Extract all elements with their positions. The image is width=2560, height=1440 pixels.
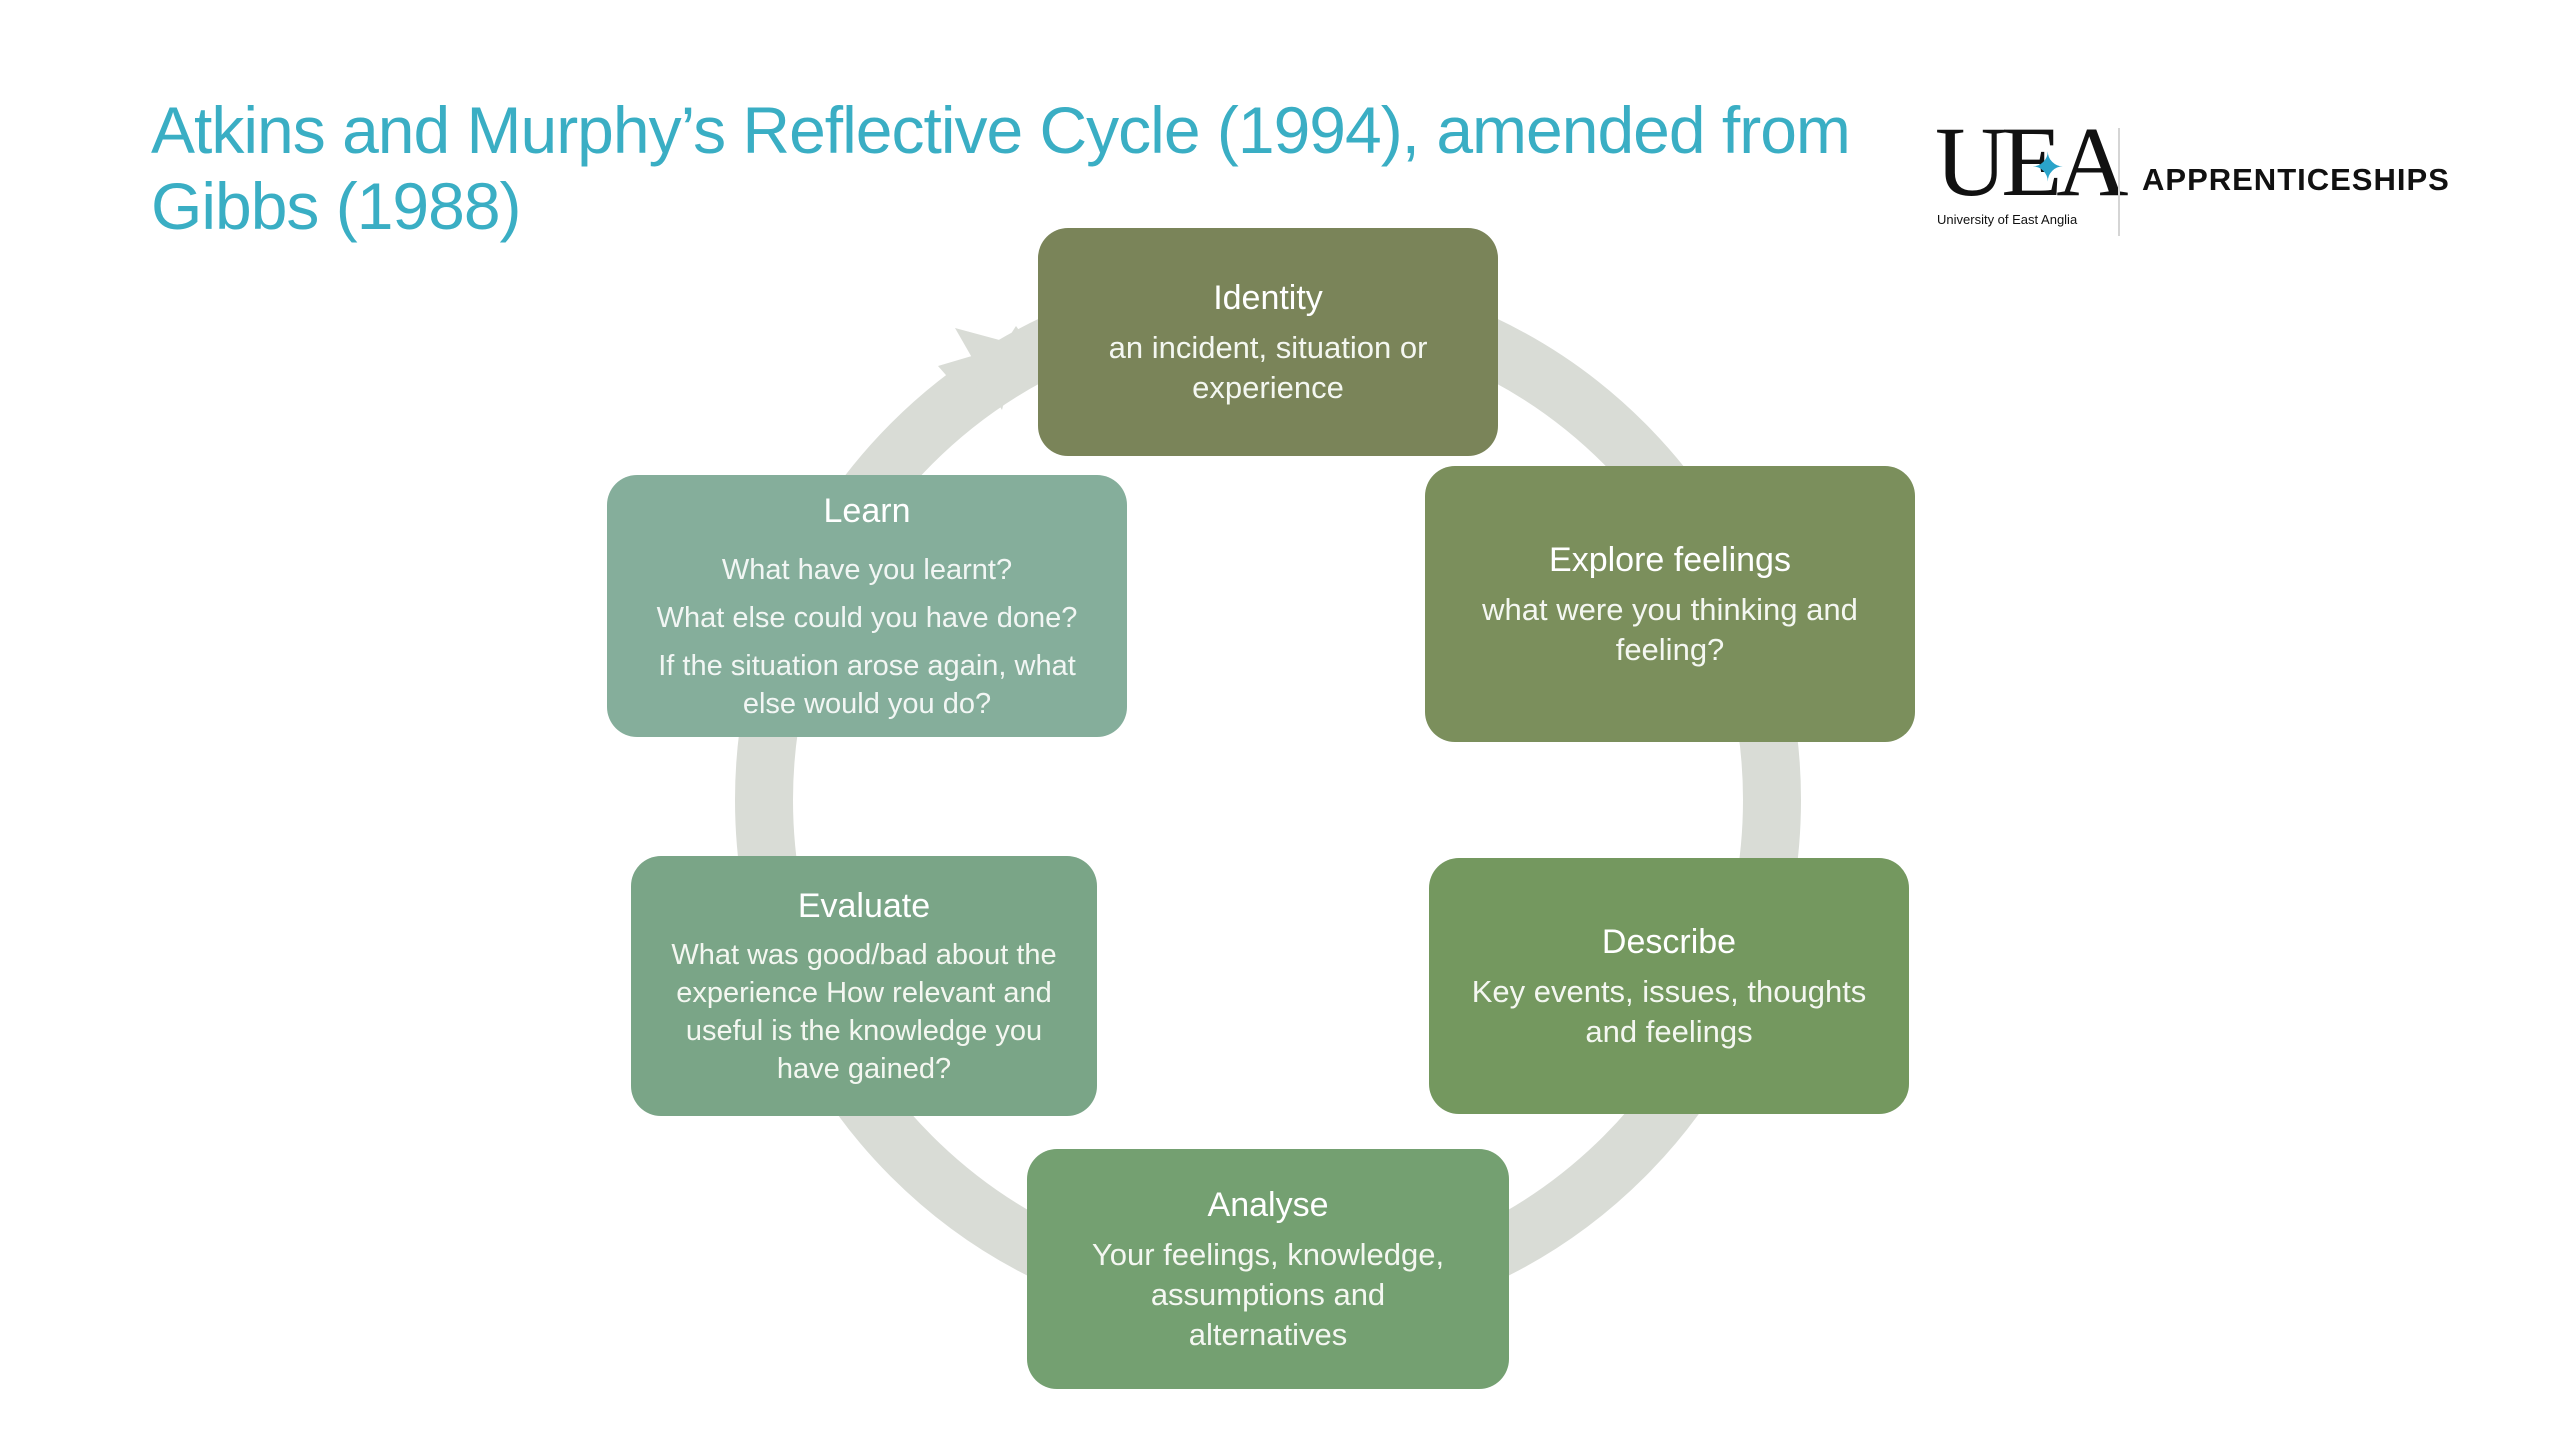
stage-learn-question-1: What have you learnt? (721, 554, 1013, 586)
stage-learn-question-2: What else could you have done? (656, 602, 1078, 634)
stage-evaluate: Evaluate What was good/bad about the exp… (631, 856, 1097, 1116)
cycle-arrow-tip-icon (955, 328, 1018, 410)
stage-describe-body: Key events, issues, thoughts and feeling… (1471, 974, 1867, 1049)
uea-apprenticeships-logo: UEA ✦ University of East Anglia APPRENTI… (1935, 112, 2449, 237)
logo-divider (2118, 128, 2120, 236)
stage-analyse-title: Analyse (1207, 1186, 1329, 1224)
uea-logo-mark: UEA ✦ University of East Anglia (1935, 112, 2129, 237)
stage-evaluate-body: What was good/bad about the experience H… (671, 939, 1057, 1085)
stage-explore-feelings-body: what were you thinking and feeling? (1482, 592, 1858, 667)
slide-title: Atkins and Murphy’s Reflective Cycle (19… (151, 92, 1851, 244)
slide-title-line-2: Gibbs (1988) (151, 169, 522, 243)
stage-evaluate-title: Evaluate (797, 887, 931, 925)
stage-identity-title: Identity (1213, 279, 1323, 317)
stage-analyse: Analyse Your feelings, knowledge, assump… (1027, 1149, 1509, 1389)
slide-title-line-1: Atkins and Murphy’s Reflective Cycle (19… (151, 93, 1851, 167)
stage-explore-feelings: Explore feelings what were you thinking … (1425, 466, 1915, 742)
stage-identity-body: an incident, situation or experience (1108, 330, 1428, 405)
uea-logo-letters: UEA (1935, 106, 2129, 217)
apprenticeships-label: APPRENTICESHIPS (2142, 162, 2450, 197)
stage-identity: Identity an incident, situation or exper… (1038, 228, 1498, 456)
stage-describe-title: Describe (1601, 923, 1737, 961)
stage-explore-feelings-title: Explore feelings (1549, 541, 1791, 579)
star-icon: ✦ (2031, 146, 2065, 190)
stage-learn: Learn What have you learnt? What else co… (607, 475, 1127, 737)
stage-learn-question-3: If the situation arose again, what else … (658, 650, 1076, 720)
uea-university-name: University of East Anglia (1937, 212, 2078, 227)
stage-describe: Describe Key events, issues, thoughts an… (1429, 858, 1909, 1114)
stage-analyse-body: Your feelings, knowledge, assumptions an… (1091, 1237, 1445, 1352)
stage-learn-title: Learn (823, 492, 911, 530)
